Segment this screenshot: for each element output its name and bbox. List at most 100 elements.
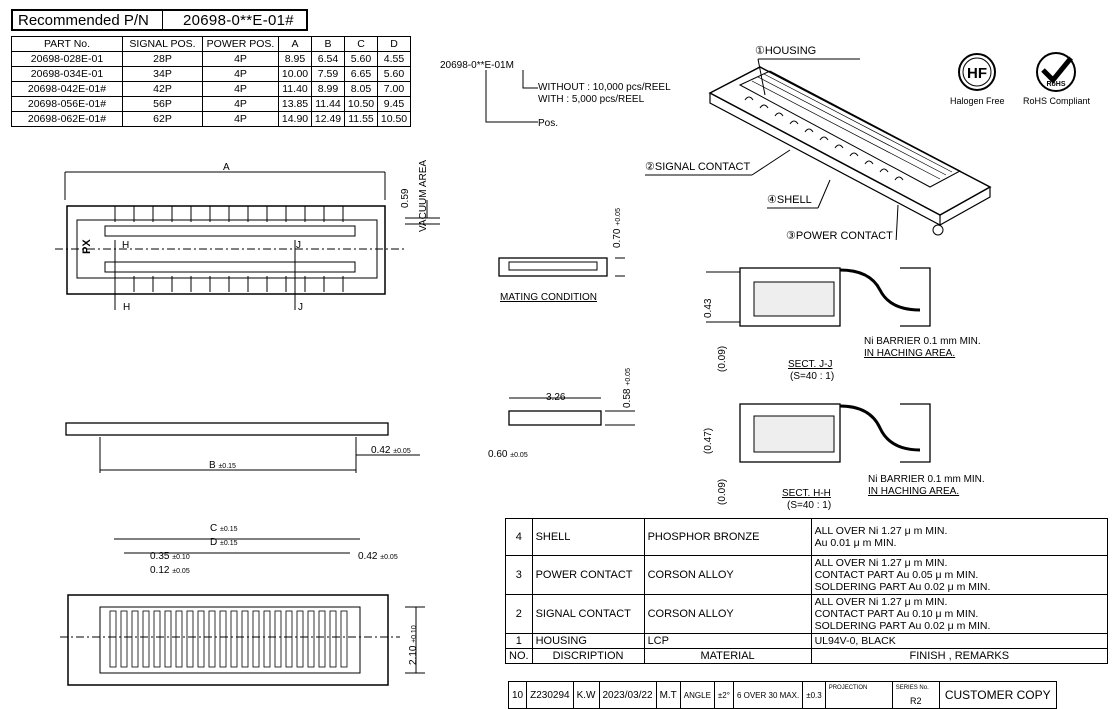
cell: LCP [643, 633, 812, 649]
col-signal: SIGNAL POS. [122, 36, 203, 52]
top-view: PX [55, 171, 440, 310]
col-part: PART No. [11, 36, 123, 52]
dim-210-tol: ±0.10 [411, 625, 418, 643]
cell: 4 [505, 518, 533, 556]
cell: 20698-028E-01 [11, 51, 123, 67]
cell: 7.59 [311, 66, 345, 82]
hf-badge-icon: HF [958, 53, 996, 91]
dim-058-label: 0.58 [622, 388, 633, 408]
pn-without: WITHOUT : 10,000 pcs/REEL [538, 82, 671, 93]
px-mark: PX [81, 239, 93, 254]
recommended-pn-box: Recommended P/N 20698-0**E-01# [11, 9, 308, 31]
sect-h-mark: H [122, 240, 130, 251]
cell: 20698-034E-01 [11, 66, 123, 82]
revision-table: 10 Z230294 K.W 2023/03/22 M.T ANGLE ±2° … [507, 681, 1057, 709]
materials-header: NO. DISCRIPTION MATERIAL FINISH , REMARK… [505, 648, 1109, 664]
cell: 3 [505, 555, 533, 595]
side-view [65, 422, 420, 473]
finish-line: SOLDERING PART Au 0.02 μ m MIN. [814, 620, 991, 632]
pn-with: WITH : 5,000 pcs/REEL [538, 94, 645, 105]
pad [164, 610, 172, 668]
pad [208, 610, 216, 668]
jj-note2: IN HACHING AREA. [864, 348, 956, 359]
materials-table: 4 SHELL PHOSPHOR BRONZE ALL OVER Ni 1.27… [505, 518, 1109, 664]
pad [329, 610, 337, 668]
jj-043: 0.43 [703, 298, 714, 318]
pn-pos: Pos. [538, 118, 559, 129]
cell: PHOSPHOR BRONZE [643, 518, 812, 556]
cell: 20698-056E-01# [11, 96, 123, 112]
dim-035-label: 0.35 [150, 551, 170, 562]
col-b: B [311, 36, 345, 52]
rohs-text: RoHS [1046, 81, 1065, 88]
rev-no: 10 [507, 681, 528, 709]
dim-b-label: B [209, 460, 216, 471]
rev-projection: PROJECTION [824, 681, 893, 709]
cell: 4P [202, 81, 279, 97]
pad [109, 610, 117, 668]
jj-note1: Ni BARRIER 0.1 mm MIN. [864, 336, 981, 347]
pad [263, 610, 271, 668]
hf-label: Halogen Free [950, 96, 1005, 106]
col-d: D [377, 36, 411, 52]
sect-j-arrow: J [298, 302, 303, 313]
dim-042-label: 0.42 [371, 445, 391, 456]
section-hh [739, 403, 931, 463]
table-row: 2 SIGNAL CONTACT CORSON ALLOY ALL OVER N… [505, 594, 1109, 634]
section-jj [706, 267, 931, 327]
dim-c-label: C [210, 523, 218, 534]
pad [252, 610, 260, 668]
mating-condition-label: MATING CONDITION [500, 292, 598, 303]
finish-line: Au 0.01 μ m MIN. [814, 537, 897, 549]
pad [120, 610, 128, 668]
isometric-view [708, 66, 992, 236]
cell: 11.40 [278, 81, 312, 97]
rev-over: 6 OVER 30 MAX. [732, 681, 804, 709]
customer-copy: CUSTOMER COPY [938, 681, 1057, 709]
cell: 4P [202, 111, 279, 127]
hh-009: (0.09) [717, 478, 728, 505]
rev-over-tol: ±0.3 [802, 681, 826, 709]
header-fin: FINISH , REMARKS [810, 648, 1109, 664]
cell: 56P [122, 96, 203, 112]
dim-b-tol: ±0.15 [218, 463, 236, 470]
cell: 28P [122, 51, 203, 67]
pad [197, 610, 205, 668]
cell: 11.55 [344, 111, 378, 127]
dim-042b-label: 0.42 [358, 551, 378, 562]
cell: ALL OVER Ni 1.27 μ m MIN.CONTACT PART Au… [810, 594, 1109, 634]
table-row: 10 Z230294 K.W 2023/03/22 M.T ANGLE ±2° … [507, 681, 1057, 709]
pad [241, 610, 249, 668]
pad [131, 610, 139, 668]
callout-signal-contact: ②SIGNAL CONTACT [645, 161, 751, 173]
dim-210: 2.10 ±0.10 [408, 625, 419, 665]
cell: 2 [505, 594, 533, 634]
hh-note2: IN HACHING AREA. [868, 486, 960, 497]
dim-070: 0.70 +0.05 [612, 208, 623, 248]
cell: 7.00 [377, 81, 411, 97]
cell: 10.50 [377, 111, 411, 127]
col-power: POWER POS. [202, 36, 279, 52]
cell: 10.50 [344, 96, 378, 112]
parts-table-header: PART No. SIGNAL POS. POWER POS. A B C D [11, 36, 411, 52]
rohs-label: RoHS Compliant [1023, 96, 1091, 106]
dim-210-label: 2.10 [408, 645, 419, 665]
cell: 62P [122, 111, 203, 127]
dim-d-tol: ±0.15 [220, 540, 238, 547]
cell: CORSON ALLOY [643, 555, 812, 595]
dim-042b-tol: ±0.05 [380, 554, 398, 561]
dim-042-tol: ±0.05 [393, 448, 411, 455]
pad [186, 610, 194, 668]
rev-date: 2023/03/22 [598, 681, 657, 709]
pad [175, 610, 183, 668]
cell: 8.05 [344, 81, 378, 97]
hf-text: HF [967, 65, 987, 82]
pad [153, 610, 161, 668]
dim-012-label: 0.12 [150, 565, 170, 576]
hh-047: (0.47) [703, 427, 714, 454]
dim-b: B ±0.15 [209, 460, 236, 471]
cell: 20698-062E-01# [11, 111, 123, 127]
